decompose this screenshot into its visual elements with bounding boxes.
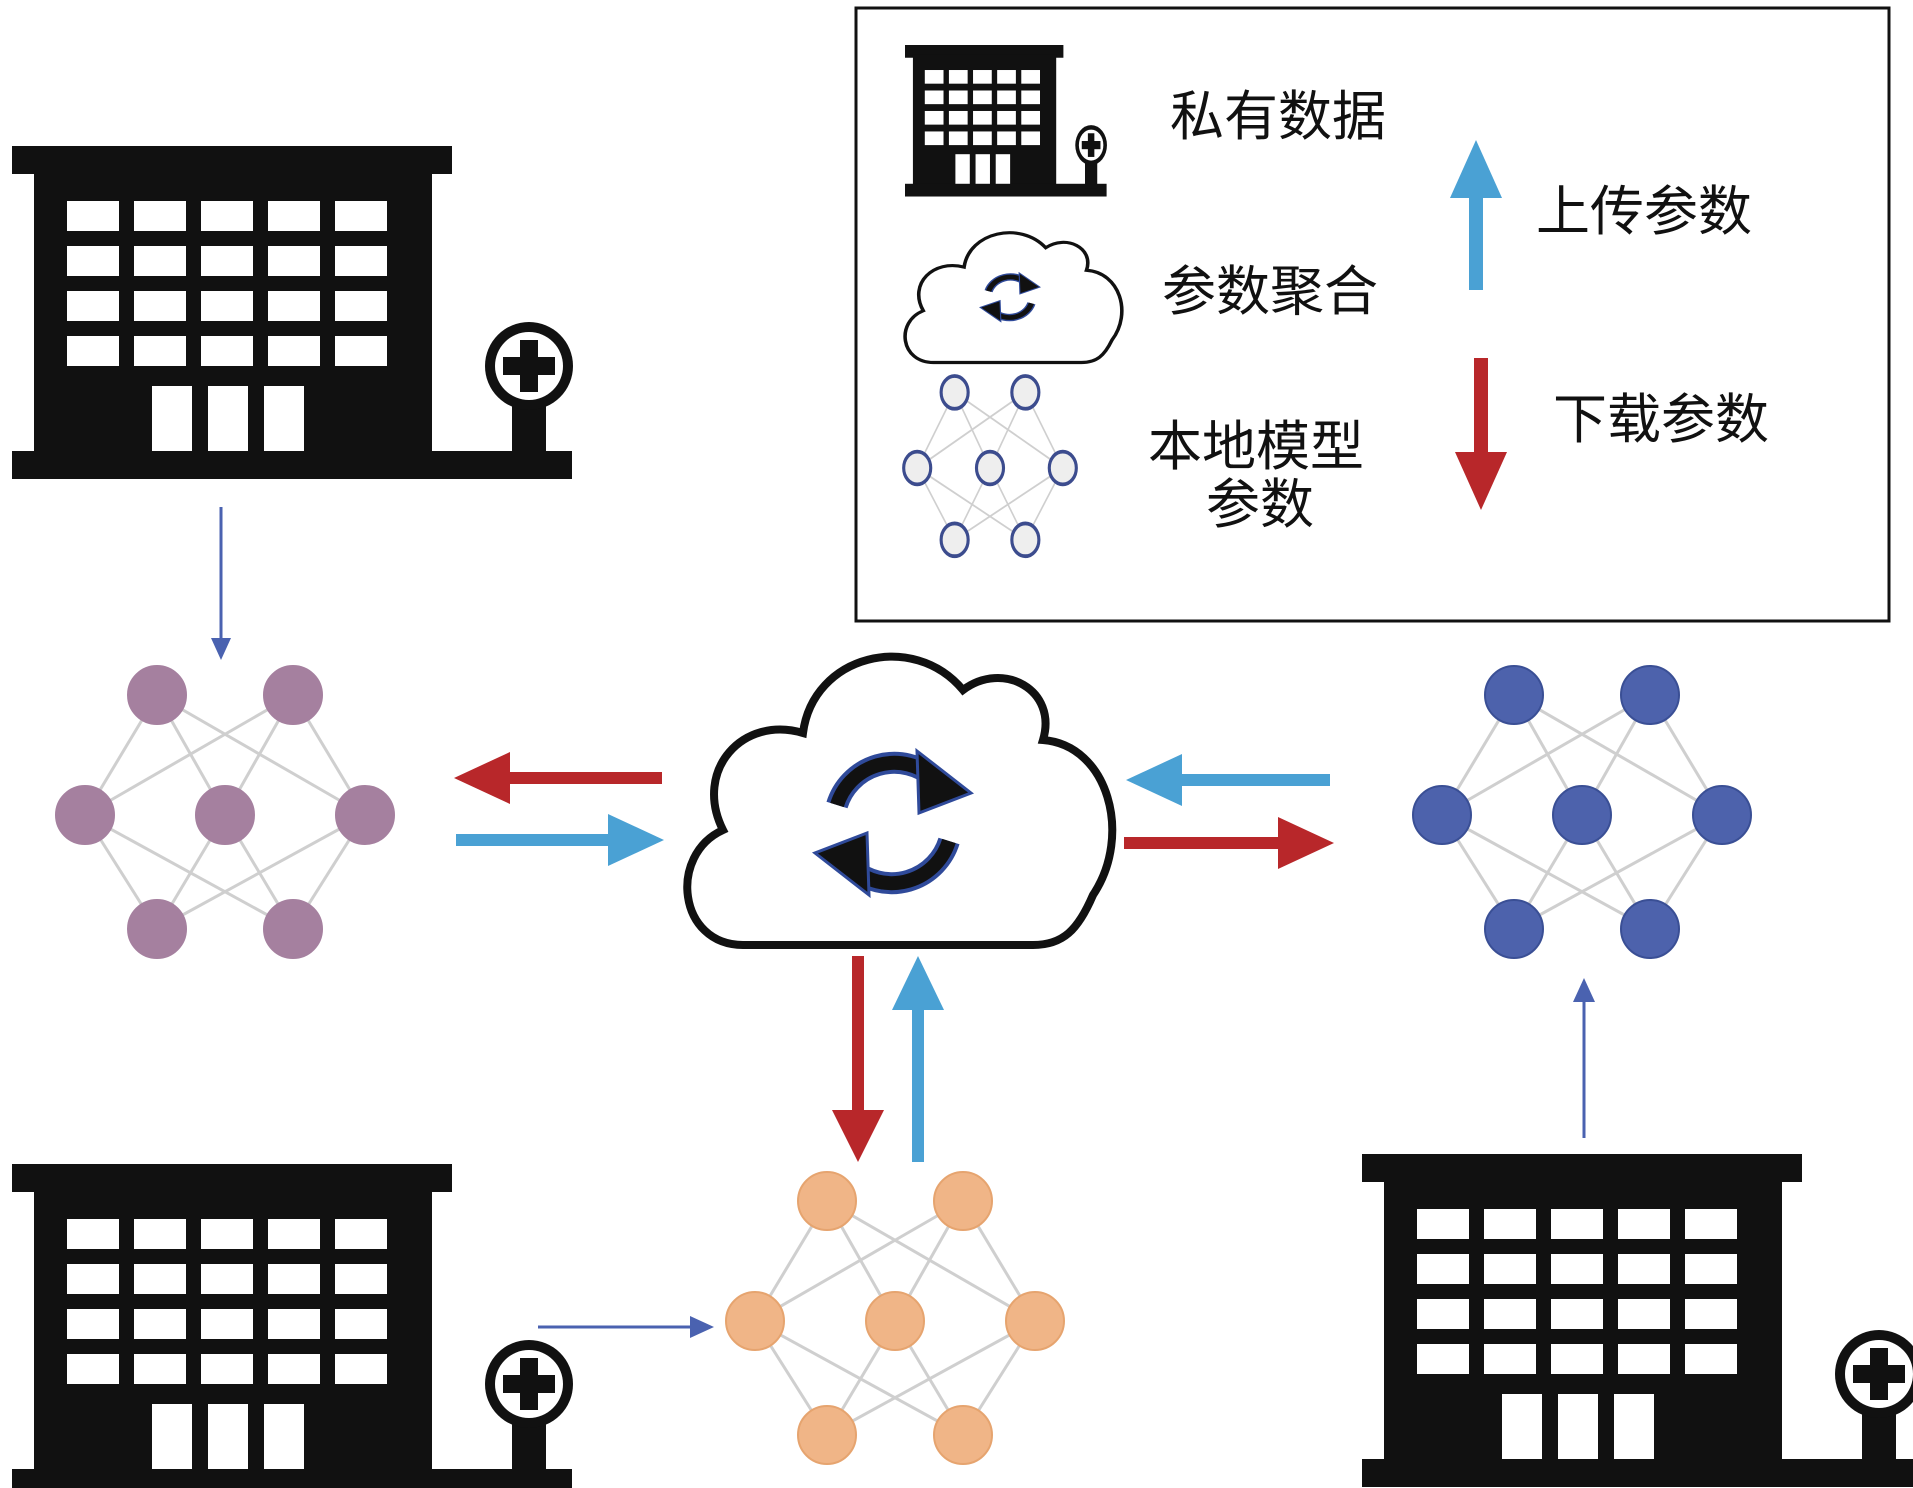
neural-network-icon-top-left <box>55 665 395 959</box>
local-arrow-bottom <box>538 1316 714 1338</box>
hospital-building-icon-top-left <box>12 146 573 479</box>
legend-box: 私有数据 参数聚合 本地模型 参数 上传参数 下载参 <box>854 6 1891 623</box>
neural-network-icon-right <box>1412 665 1752 959</box>
upload-arrow-right <box>1126 754 1330 806</box>
legend-local-model-label-line2: 参数 <box>1206 473 1314 536</box>
download-arrow-bottom <box>832 956 884 1162</box>
upload-arrow-bottom <box>892 956 944 1162</box>
download-arrow-right <box>1124 817 1334 869</box>
upload-arrow-left <box>456 814 664 866</box>
legend-upload-arrow-icon <box>1450 140 1502 290</box>
local-arrow-right <box>1573 978 1595 1138</box>
download-arrow-left <box>454 752 662 804</box>
hospital-building-icon-bottom-right <box>1362 1154 1913 1487</box>
legend-private-data-label: 私有数据 <box>1170 85 1386 148</box>
legend-download-label: 下载参数 <box>1553 388 1769 451</box>
cloud-aggregation-icon <box>687 657 1112 945</box>
legend-network-icon <box>902 374 1078 559</box>
legend-upload-label: 上传参数 <box>1536 180 1752 243</box>
legend-download-arrow-icon <box>1455 358 1507 510</box>
local-arrow-top-left <box>211 507 231 660</box>
legend-local-model-label-line1: 本地模型 <box>1148 415 1364 478</box>
neural-network-icon-bottom <box>725 1171 1065 1465</box>
legend-aggregation-label: 参数聚合 <box>1162 260 1378 323</box>
hospital-building-icon-bottom-left <box>12 1164 573 1488</box>
